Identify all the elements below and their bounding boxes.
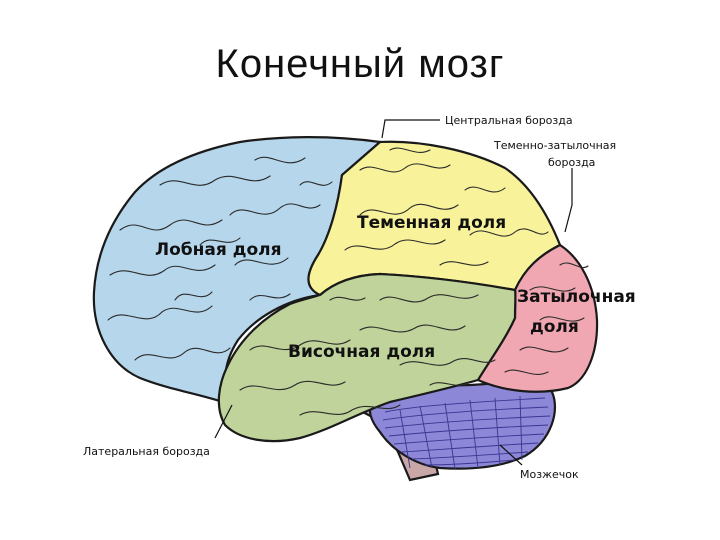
frontal-lobe-label: Лобная доля: [155, 240, 282, 260]
occipital-lobe-label-line2: доля: [530, 317, 579, 337]
frontal-lobe-region: [92, 136, 383, 408]
slide-title: Конечный мозг: [215, 42, 505, 86]
parieto-occipital-sulcus-label-line1: Теменно-затылочная: [493, 139, 616, 152]
parietal-lobe-label: Теменная доля: [357, 213, 506, 233]
central-sulcus-label: Центральная борозда: [445, 114, 573, 127]
cerebellum-label: Мозжечок: [520, 468, 579, 481]
gyri-texture: [107, 147, 589, 416]
temporal-lobe-region: [217, 272, 517, 443]
parieto-occipital-sulcus-label-line2: борозда: [548, 156, 595, 169]
lateral-sulcus-label: Латеральная борозда: [83, 445, 210, 458]
occipital-lobe-label-line1: Затылочная: [517, 287, 636, 307]
callout-lines: [214, 119, 573, 466]
temporal-lobe-label: Височная доля: [288, 342, 435, 362]
cerebellum-folia: [382, 395, 551, 470]
cerebellum-region: [369, 381, 556, 470]
